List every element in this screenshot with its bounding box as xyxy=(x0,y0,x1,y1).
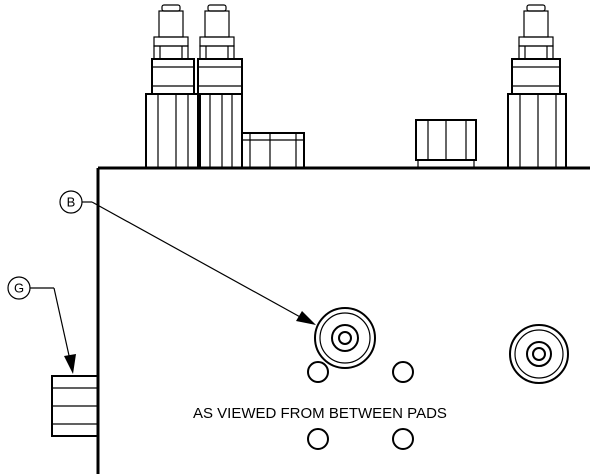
mounting-hole xyxy=(307,361,329,383)
port-right xyxy=(509,324,569,384)
mounting-hole xyxy=(307,428,329,450)
cartridge-valve-right xyxy=(507,4,567,169)
side-hex-fitting xyxy=(51,375,99,437)
port-b xyxy=(314,307,376,369)
view-note: AS VIEWED FROM BETWEEN PADS xyxy=(193,405,447,422)
cartridge-valve-left xyxy=(145,4,201,169)
hex-plug-right xyxy=(415,119,477,169)
manifold-block xyxy=(96,166,590,474)
callout-b-label: B xyxy=(67,195,76,210)
leader-g xyxy=(30,287,76,374)
callout-b: B xyxy=(59,190,83,214)
callout-g-label: G xyxy=(14,281,24,296)
callout-g: G xyxy=(7,276,31,300)
mounting-holes xyxy=(307,361,414,450)
mounting-hole xyxy=(392,428,414,450)
mounting-hole xyxy=(392,361,414,383)
leader-b xyxy=(82,201,316,325)
cartridge-valve-center xyxy=(197,4,243,169)
hex-plug-left xyxy=(241,132,305,169)
